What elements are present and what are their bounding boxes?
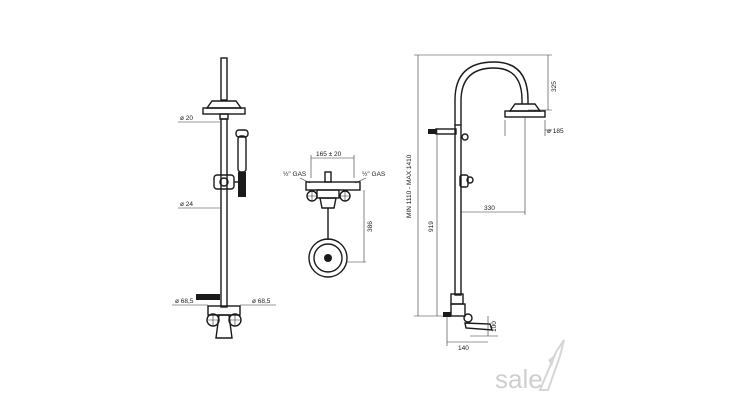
profile-330-label: 330	[484, 205, 495, 212]
front-right-685-label: ø 68,5	[252, 298, 271, 305]
side-386-label: 386	[367, 221, 374, 232]
profile-185-label: ø 185	[547, 128, 564, 135]
front-d24-label: ø 24	[180, 201, 193, 208]
side-wall-rose-inner	[313, 243, 343, 273]
front-diverter-lever	[196, 294, 220, 300]
front-d20-label: ø 20	[180, 115, 193, 122]
side-left-handle-cross	[307, 191, 317, 201]
watermark-swoosh-icon	[538, 339, 565, 391]
profile-view: MIN 1110 - MAX 1410 325 ø 185 919 330	[406, 54, 564, 352]
side-mixer-body	[316, 189, 340, 199]
profile-gooseneck-inner	[460, 67, 523, 125]
profile-hand-shower	[435, 128, 457, 135]
side-165-label: 165 ± 20	[316, 151, 342, 158]
watermark: sale	[495, 339, 565, 394]
front-top-pipe	[220, 57, 228, 101]
side-mixer-riser	[324, 171, 332, 183]
side-mixer-spout	[319, 197, 337, 209]
profile-gooseneck-outer	[454, 61, 529, 125]
front-slider	[213, 174, 235, 190]
front-hand-shower-handle	[238, 172, 246, 197]
front-spout	[215, 314, 233, 339]
front-view: ø 20 ø 24 ø 68,5 ø 68,5	[172, 57, 276, 339]
front-slider-knob	[219, 177, 229, 187]
profile-140-label: 140	[458, 345, 469, 352]
profile-slider	[459, 174, 469, 188]
side-gas-right-label: ½" GAS	[362, 170, 386, 178]
side-right-handle-cross	[340, 191, 350, 201]
profile-wall-connector	[443, 312, 451, 317]
profile-hose-connector	[461, 133, 469, 141]
front-left-685-label: ø 68,5	[175, 298, 194, 305]
front-head-joint	[219, 113, 229, 120]
front-hand-shower	[237, 135, 247, 173]
front-hand-shower-head	[235, 129, 249, 138]
profile-hand-shower-end	[428, 129, 437, 134]
side-view: 165 ± 20 ½" GAS ½" GAS 386	[283, 151, 386, 278]
profile-919-label: 919	[428, 221, 435, 232]
profile-handle	[463, 313, 473, 323]
front-right-handle-cross	[229, 314, 241, 326]
side-wall-rose-center	[324, 254, 332, 262]
profile-main-column	[454, 124, 462, 296]
watermark-text: sale	[495, 364, 543, 394]
profile-325-label: 325	[551, 81, 558, 92]
side-gas-left-label: ½" GAS	[283, 170, 307, 178]
side-wall-rose-outer	[308, 238, 348, 278]
front-shower-head	[205, 100, 243, 109]
profile-100-label: 100	[491, 321, 498, 332]
profile-shower-plate	[504, 110, 546, 118]
side-mixer-bar	[305, 181, 361, 191]
profile-min-max-label: MIN 1110 - MAX 1410	[406, 154, 413, 218]
front-left-handle-cross	[207, 314, 219, 326]
front-main-column	[220, 118, 228, 308]
profile-mixer-body	[450, 303, 466, 317]
front-shower-plate	[202, 107, 246, 115]
profile-slider-knob	[466, 176, 474, 184]
profile-spout	[464, 322, 493, 331]
